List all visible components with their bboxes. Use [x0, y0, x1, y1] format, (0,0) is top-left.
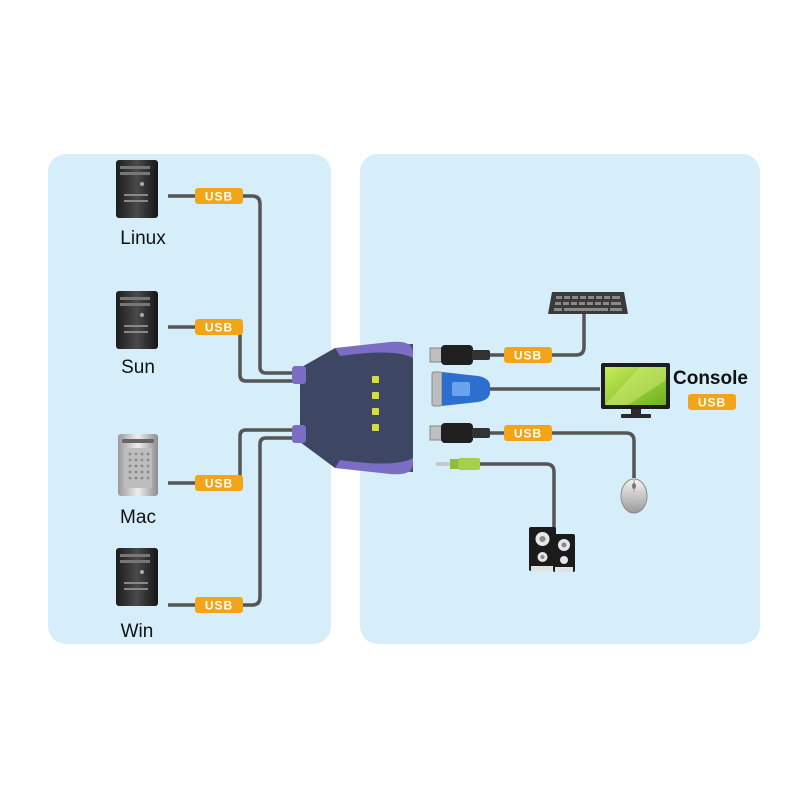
led-2	[372, 392, 379, 399]
computer-label-mac: Mac	[120, 507, 156, 528]
svg-text:USB: USB	[205, 599, 233, 613]
console-cables	[480, 314, 636, 530]
keyboard-icon	[548, 292, 628, 314]
computer-label-win: Win	[121, 621, 154, 642]
mouse-cable	[490, 431, 636, 478]
console-usb-badge: USB	[688, 394, 736, 410]
usb-badge: USB	[195, 597, 243, 613]
keyboard-cable	[490, 314, 586, 357]
svg-text:USB: USB	[205, 190, 233, 204]
monitor-icon	[601, 363, 670, 418]
mac-pro-icon	[118, 434, 158, 496]
usb-badge: USB	[195, 188, 243, 204]
console-panel	[360, 154, 760, 644]
mouse-icon	[620, 478, 648, 514]
svg-text:USB: USB	[205, 321, 233, 335]
linux-cable	[168, 194, 300, 375]
usb-badge: USB	[504, 347, 552, 363]
svg-text:USB: USB	[514, 427, 542, 441]
kvm-switch-icon	[292, 341, 413, 475]
win-cable	[168, 436, 300, 607]
audio-cable	[480, 462, 556, 530]
audio-jack-icon	[436, 458, 480, 470]
led-1	[372, 376, 379, 383]
led-3	[372, 408, 379, 415]
console-label: Console	[673, 368, 748, 389]
computer-label-sun: Sun	[121, 357, 155, 378]
led-4	[372, 424, 379, 431]
computer-label-linux: Linux	[120, 228, 166, 249]
speakers-icon	[529, 527, 575, 572]
svg-text:USB: USB	[698, 396, 726, 410]
usb-badge: USB	[504, 425, 552, 441]
svg-text:USB: USB	[514, 349, 542, 363]
tower-pc-icon	[116, 291, 158, 349]
usb-badge: USB	[195, 319, 243, 335]
vga-plug-icon	[431, 371, 490, 407]
usb-badge: USB	[195, 475, 243, 491]
tower-pc-icon	[116, 160, 158, 218]
computers-panel	[48, 154, 331, 644]
usb-plug-icon	[429, 423, 490, 443]
usb-plug-icon	[429, 345, 490, 365]
tower-pc-icon	[116, 548, 158, 606]
svg-text:USB: USB	[205, 477, 233, 491]
